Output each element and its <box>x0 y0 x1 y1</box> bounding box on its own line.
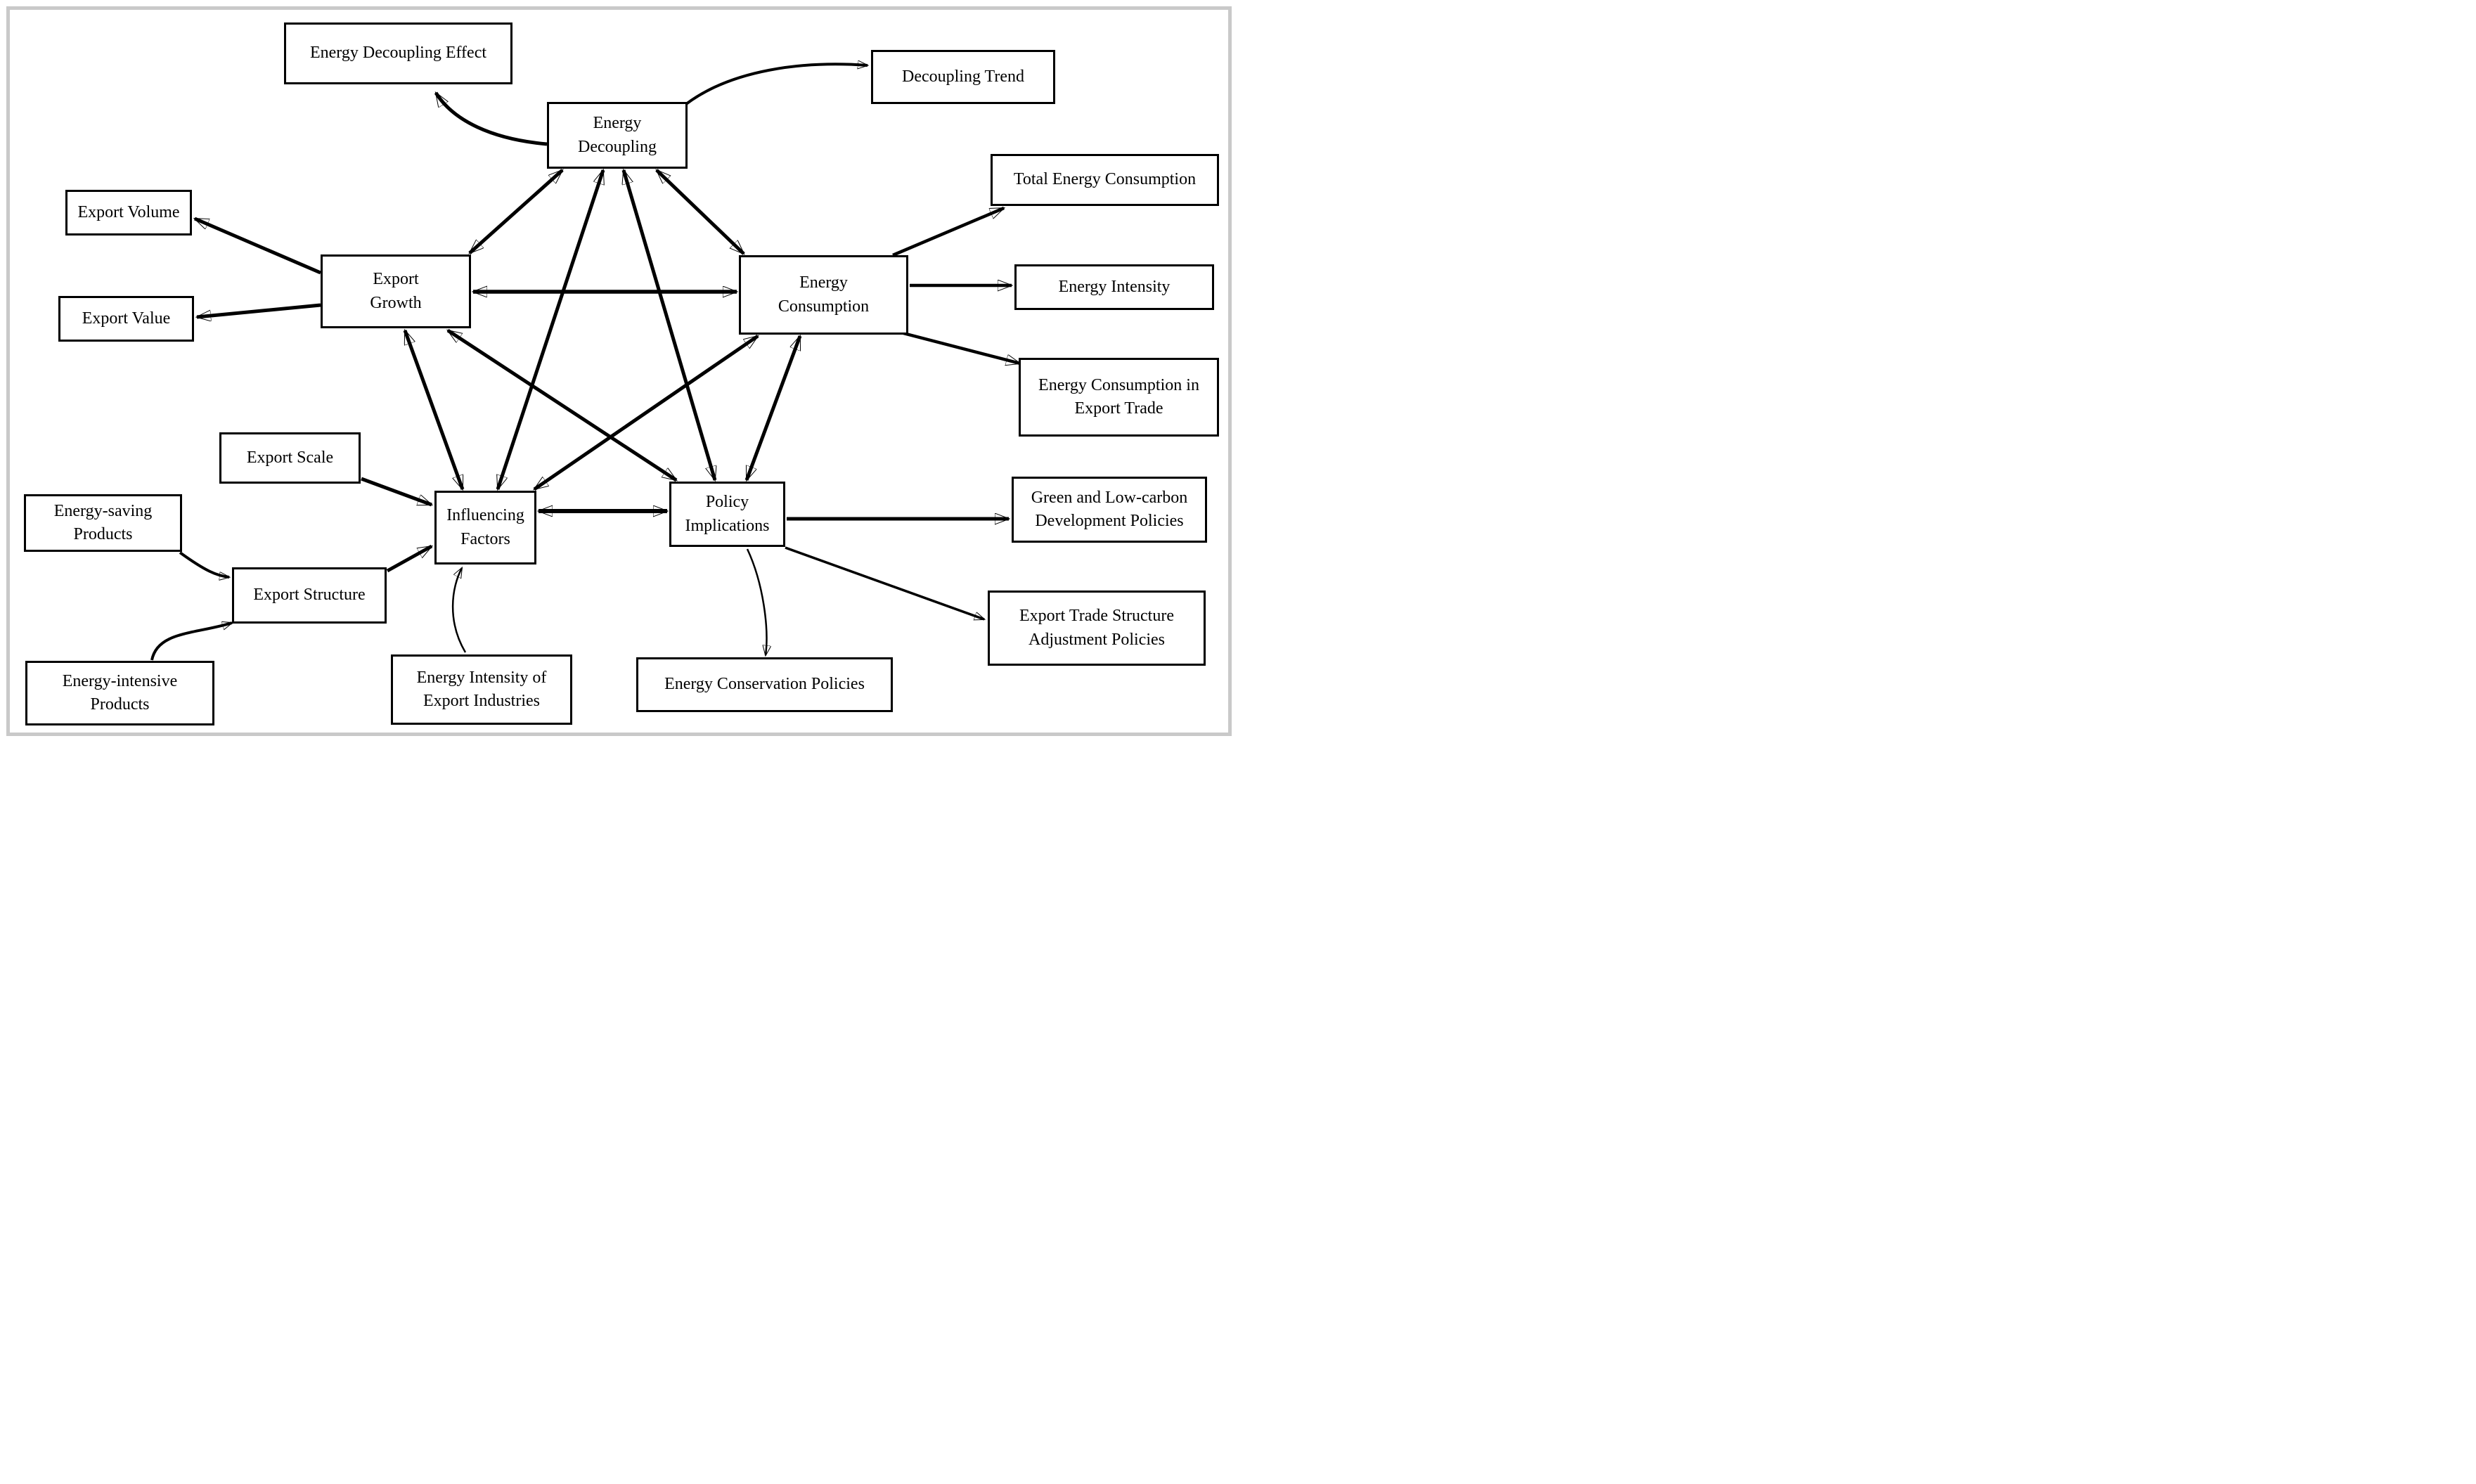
node-energy-intensive-products: Energy-intensive Products <box>25 661 214 725</box>
edge-consumption-to-export-trade <box>903 331 1020 363</box>
node-export-structure: Export Structure <box>232 567 387 624</box>
edge-growth-to-volume <box>195 217 321 275</box>
node-export-scale: Export Scale <box>219 432 361 484</box>
node-energy-intensity: Energy Intensity <box>1014 264 1214 310</box>
node-export-value: Export Value <box>58 296 194 342</box>
edge-policy-to-conservation <box>746 548 766 655</box>
diagram-canvas: Energy Decoupling Effect Decoupling Tren… <box>0 0 1238 742</box>
edge-export-growth-influencing-factors <box>403 330 465 489</box>
edge-consumption-to-total <box>892 206 1004 257</box>
node-energy-consumption-in-export-trade: Energy Consumption in Export Trade <box>1019 358 1219 437</box>
node-export-volume: Export Volume <box>65 190 192 235</box>
edge-scale-to-influencing <box>361 477 432 507</box>
node-export-trade-structure-adjustment-policies: Export Trade Structure Adjustment Polici… <box>988 591 1206 666</box>
node-energy-decoupling-effect: Energy Decoupling Effect <box>284 22 512 84</box>
node-policy-implications: Policy Implications <box>669 482 785 547</box>
edge-policy-to-trade-adjustment <box>785 546 984 621</box>
edge-decoupling-to-trend <box>685 64 868 105</box>
edge-export-growth-policy-implications <box>448 328 676 482</box>
node-influencing-factors: Influencing Factors <box>434 491 536 564</box>
node-energy-consumption: Energy Consumption <box>739 255 908 335</box>
edge-structure-to-influencing <box>386 544 432 573</box>
node-energy-decoupling: Energy Decoupling <box>547 102 688 169</box>
edge-decoupling-influencing-factors <box>496 170 605 489</box>
arrow-layer <box>150 0 1238 661</box>
edge-intensity-industries-to-influencing <box>451 568 467 653</box>
edge-decoupling-to-effect <box>434 93 548 146</box>
edge-decoupling-energy-consumption <box>657 169 744 255</box>
node-export-growth: Export Growth <box>321 254 471 328</box>
node-decoupling-trend: Decoupling Trend <box>871 50 1055 104</box>
node-green-and-low-carbon-development-policies: Green and Low-carbon Development Policie… <box>1012 477 1207 543</box>
edge-decoupling-policy-implications <box>624 170 715 480</box>
node-energy-intensity-of-export-industries: Energy Intensity of Export Industries <box>391 654 572 725</box>
node-energy-conservation-policies: Energy Conservation Policies <box>636 657 893 712</box>
edge-energy-intensive-to-structure <box>150 623 232 661</box>
node-energy-saving-products: Energy-saving Products <box>24 494 182 552</box>
edge-growth-to-value <box>197 303 321 317</box>
edge-decoupling-export-growth <box>470 169 562 254</box>
edge-energy-saving-to-structure <box>179 551 229 577</box>
node-total-energy-consumption: Total Energy Consumption <box>991 154 1219 206</box>
edge-energy-consumption-policy-implications <box>744 336 802 480</box>
edge-energy-consumption-influencing-factors <box>534 334 758 491</box>
